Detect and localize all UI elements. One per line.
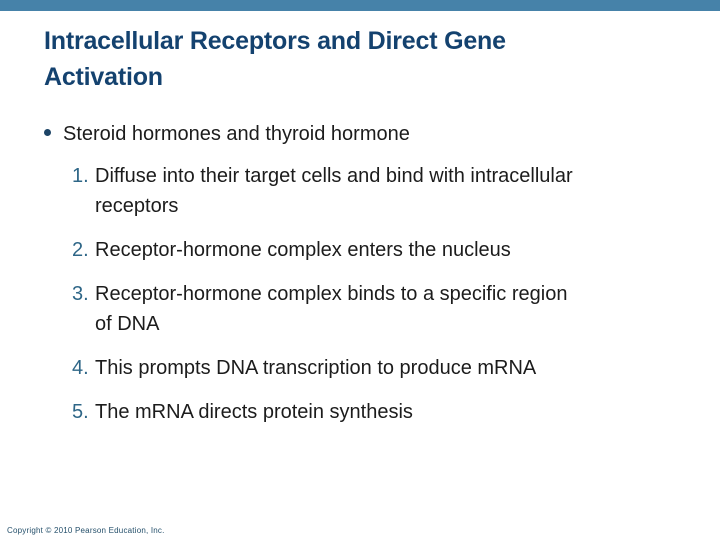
list-item-text: This prompts DNA transcription to produc… [95, 357, 537, 379]
list-item: 3. Receptor-hormone complex binds to a s… [72, 279, 700, 339]
list-item-number: 4. [72, 357, 89, 379]
list-item-number: 1. [72, 165, 89, 187]
copyright-notice: Copyright © 2010 Pearson Education, Inc. [7, 526, 165, 535]
bullet-item-label: Steroid hormones and thyroid hormone [63, 123, 410, 145]
list-item-number: 2. [72, 239, 89, 261]
slide-accent-bar [0, 0, 720, 11]
list-item: 2. Receptor-hormone complex enters the n… [72, 235, 700, 265]
bullet-item: Steroid hormones and thyroid hormone [44, 119, 696, 149]
list-item-text: Receptor-hormone complex binds to a spec… [95, 283, 568, 335]
list-item-number: 5. [72, 401, 89, 423]
list-item: 4. This prompts DNA transcription to pro… [72, 353, 700, 383]
list-item: 5. The mRNA directs protein synthesis [72, 397, 700, 427]
list-item: 1. Diffuse into their target cells and b… [72, 161, 700, 221]
list-item-text: Diffuse into their target cells and bind… [95, 165, 573, 217]
list-item-number: 3. [72, 283, 89, 305]
list-item-text: The mRNA directs protein synthesis [95, 401, 413, 423]
bullet-dot-icon [44, 129, 51, 136]
numbered-list: 1. Diffuse into their target cells and b… [72, 161, 700, 427]
slide-title: Intracellular Receptors and Direct Gene … [44, 27, 506, 91]
list-item-text: Receptor-hormone complex enters the nucl… [95, 239, 511, 261]
